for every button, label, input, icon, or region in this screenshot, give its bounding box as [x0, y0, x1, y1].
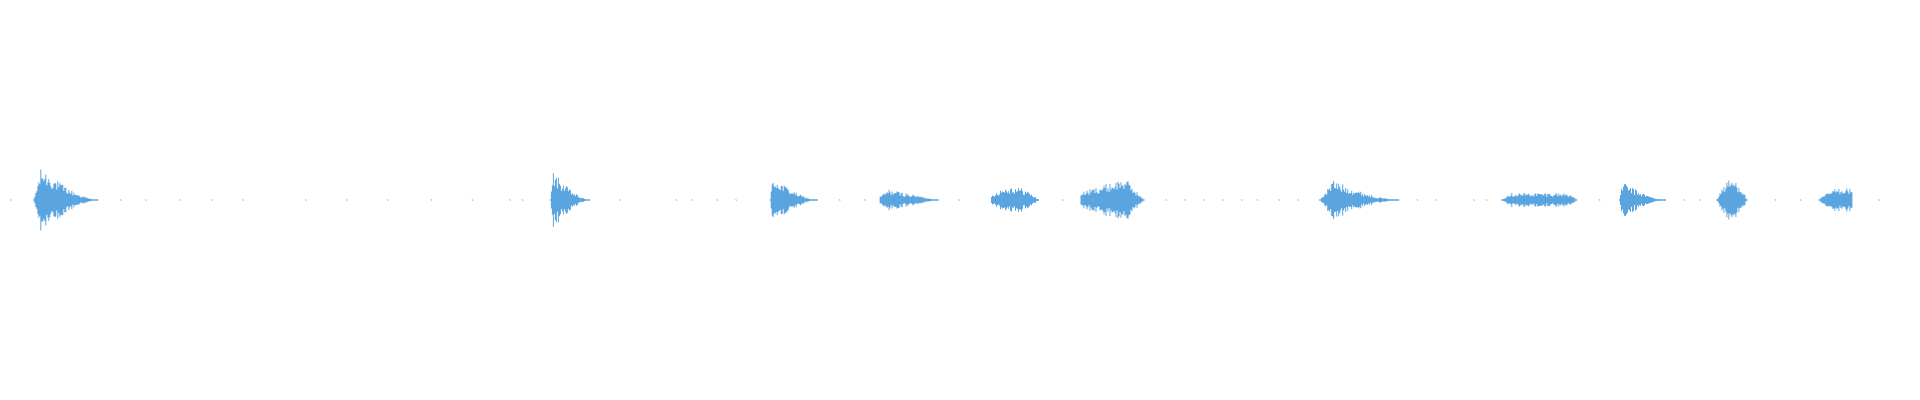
sound-event[interactable]: [1319, 180, 1400, 220]
noise-tick: [210, 198, 213, 202]
waveform-segment: [769, 182, 818, 218]
noise-tick: [304, 198, 307, 202]
waveform-segment: [991, 188, 1039, 212]
waveform-segment: [1716, 180, 1748, 220]
noise-tick: [386, 198, 389, 202]
noise-tick: [618, 198, 621, 202]
waveform-segment: [1080, 181, 1145, 219]
noise-ticks-layer: [9, 198, 1881, 202]
sound-event[interactable]: [1818, 188, 1853, 212]
noise-tick: [1878, 198, 1881, 202]
noise-tick: [716, 198, 719, 202]
noise-tick: [1240, 198, 1243, 202]
noise-tick: [675, 198, 678, 202]
noise-tick: [838, 198, 841, 202]
noise-tick: [1799, 198, 1802, 202]
noise-tick: [1699, 198, 1702, 202]
sound-event[interactable]: [991, 188, 1039, 212]
noise-tick: [1683, 198, 1686, 202]
noise-tick: [471, 198, 474, 202]
noise-tick: [1774, 198, 1777, 202]
noise-tick: [1061, 198, 1064, 202]
waveform-segment: [33, 169, 99, 231]
noise-tick: [242, 198, 245, 202]
noise-tick: [521, 198, 524, 202]
noise-tick: [735, 198, 738, 202]
sound-event[interactable]: [1716, 180, 1748, 220]
sound-event[interactable]: [549, 173, 590, 227]
sound-event[interactable]: [1080, 181, 1145, 219]
sound-events-layer: [33, 169, 1853, 231]
noise-tick: [1202, 198, 1206, 202]
waveform-segment: [549, 173, 590, 227]
noise-tick: [1485, 198, 1488, 202]
noise-tick: [958, 198, 961, 202]
waveform-segment: [1319, 180, 1400, 220]
sound-event[interactable]: [1619, 184, 1666, 216]
waveform-segment: [1501, 193, 1578, 207]
noise-tick: [345, 198, 348, 202]
noise-tick: [1297, 198, 1300, 202]
sound-event[interactable]: [33, 169, 99, 231]
noise-tick: [1165, 198, 1168, 202]
noise-tick: [430, 198, 433, 202]
noise-tick: [691, 198, 694, 202]
noise-tick: [1221, 198, 1224, 202]
noise-tick: [508, 198, 512, 202]
sound-event[interactable]: [769, 182, 818, 218]
waveform-segment: [1818, 188, 1853, 212]
waveform-segment: [879, 189, 939, 211]
noise-tick: [1472, 198, 1476, 202]
noise-tick: [1278, 198, 1281, 202]
noise-tick: [863, 198, 866, 202]
noise-tick: [1184, 198, 1187, 202]
noise-tick: [179, 198, 182, 202]
noise-tick: [1598, 198, 1601, 202]
sound-event[interactable]: [1501, 193, 1578, 207]
noise-tick: [144, 198, 147, 202]
noise-tick: [1416, 198, 1419, 202]
noise-tick: [1256, 198, 1259, 202]
noise-tick: [9, 198, 12, 202]
noise-tick: [1435, 198, 1438, 202]
sound-event[interactable]: [879, 189, 939, 211]
waveform-segment: [1619, 184, 1666, 216]
noise-tick: [119, 198, 122, 202]
